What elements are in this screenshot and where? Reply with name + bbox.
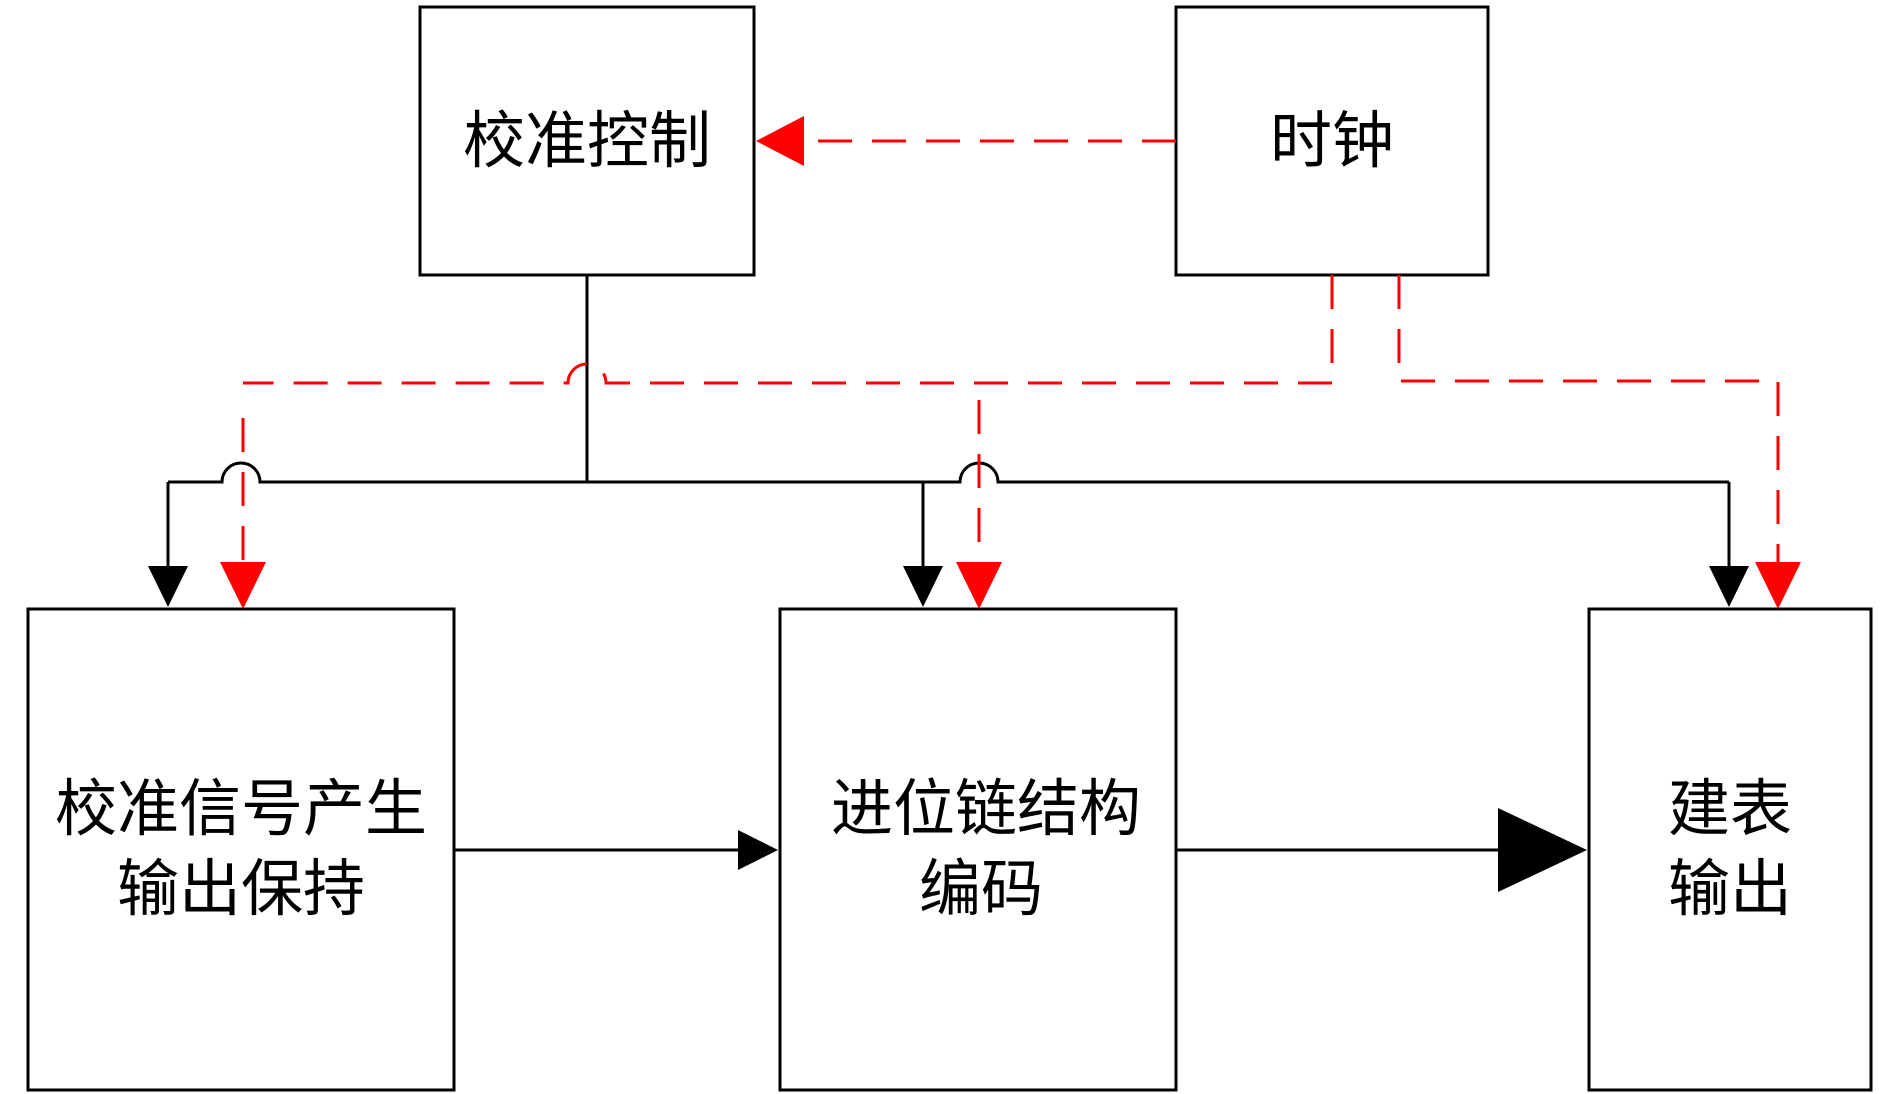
black-arrowheads	[148, 566, 1749, 892]
arrowhead-control-table-output	[1709, 566, 1749, 607]
red-arrowheads	[220, 116, 1801, 609]
arrowhead-control-carry-chain	[903, 566, 943, 607]
clock-bus-right-line	[1397, 275, 1780, 568]
box-carry-chain-label-line2: 编码	[919, 852, 1043, 925]
control-bus-line	[168, 461, 1729, 484]
box-signal-generation-hold: 校准信号产生 输出保持	[26, 607, 456, 1092]
box-table-output-label-line2: 输出	[1668, 852, 1792, 925]
clock-lines	[241, 139, 1780, 568]
box-carry-chain-label-line1: 进位链结构	[831, 772, 1141, 845]
box-table-output-label-line1: 建表	[1668, 772, 1792, 845]
box-clock-label: 时钟	[1270, 104, 1394, 177]
box-carry-chain-encoding: 进位链结构 编码	[778, 607, 1178, 1092]
box-table-output: 建表 输出	[1587, 607, 1873, 1092]
box-signal-generation-label-line1: 校准信号产生	[55, 772, 427, 845]
arrowhead-clock-carry-chain	[956, 562, 1002, 609]
box-clock: 时钟	[1174, 5, 1490, 277]
arrowhead-data-1	[738, 830, 778, 870]
clock-bus-left-line	[243, 275, 1334, 385]
box-calibration-control: 校准控制	[418, 5, 756, 277]
arrowhead-clock-signal-gen	[220, 562, 266, 609]
arrowhead-clock-table-output	[1755, 562, 1801, 609]
control-lines	[166, 275, 1731, 852]
arrowhead-data-2	[1498, 808, 1587, 892]
arrowhead-control-signal-gen	[148, 566, 188, 607]
box-calibration-control-label: 校准控制	[463, 104, 711, 177]
arrowhead-clock-to-control	[756, 116, 804, 166]
box-signal-generation-label-line2: 输出保持	[117, 852, 365, 925]
